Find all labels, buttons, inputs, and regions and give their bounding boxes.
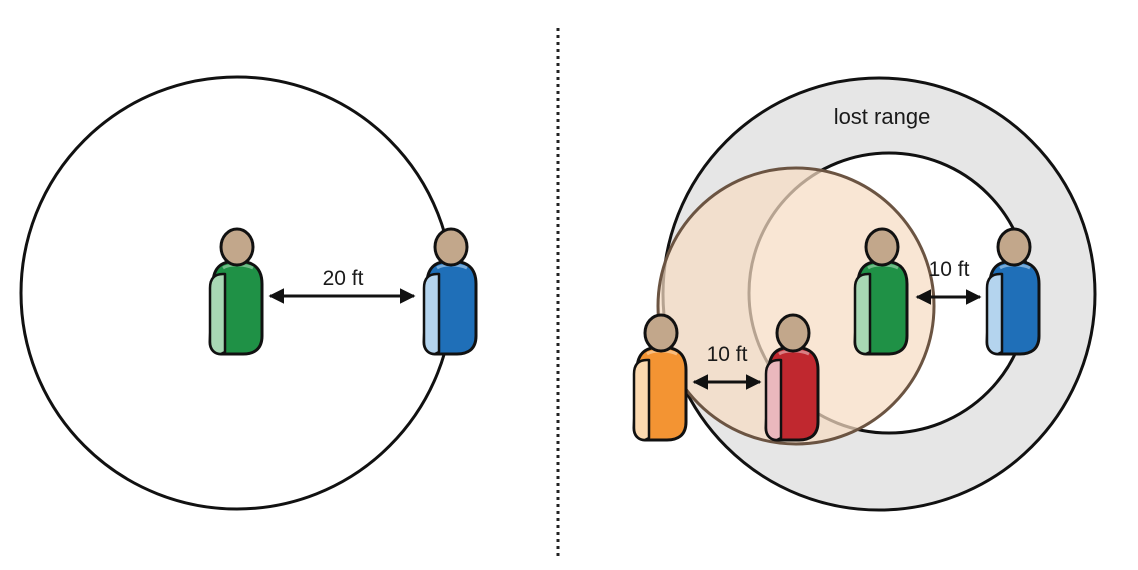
- person-head: [643, 313, 679, 353]
- right-panel: lost range 10 ft 10 ft: [632, 76, 1097, 512]
- person-head: [864, 227, 900, 267]
- person-arm: [632, 358, 651, 442]
- right-orange-person: [632, 313, 688, 442]
- right-bottom-distance-label: 10 ft: [707, 343, 748, 366]
- person-arm: [422, 272, 441, 356]
- person-head: [775, 313, 811, 353]
- lost-range-label: lost range: [834, 104, 931, 129]
- person-arm: [985, 272, 1004, 356]
- person-arm: [208, 272, 227, 356]
- person-arm: [764, 358, 783, 442]
- person-arm: [853, 272, 872, 356]
- left-green-person: [208, 227, 264, 356]
- left-blue-person: [422, 227, 478, 356]
- right-green-person: [853, 227, 909, 356]
- right-blue-person: [985, 227, 1041, 356]
- left-panel: 20 ft: [19, 75, 478, 511]
- person-head: [996, 227, 1032, 267]
- person-head: [219, 227, 255, 267]
- right-red-person: [764, 313, 820, 442]
- left-distance-label: 20 ft: [323, 267, 364, 290]
- right-top-distance-label: 10 ft: [929, 258, 970, 281]
- person-head: [433, 227, 469, 267]
